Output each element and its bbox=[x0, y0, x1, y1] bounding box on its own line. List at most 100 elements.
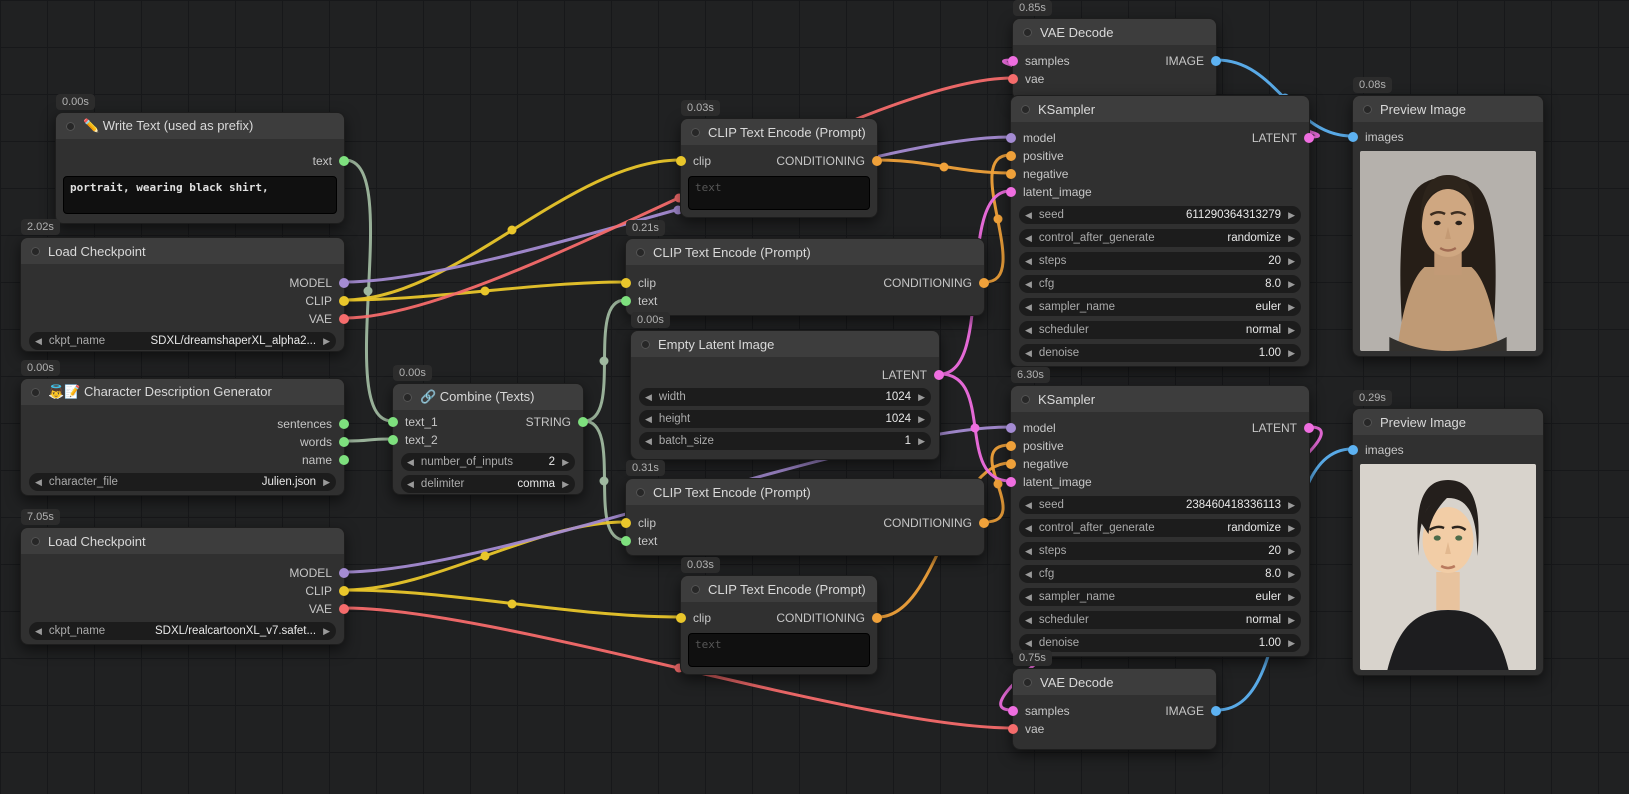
input-slot-negative[interactable]: negative bbox=[1006, 455, 1309, 473]
widget-right-arrow-icon[interactable]: ▶ bbox=[1288, 255, 1295, 266]
widget-left-arrow-icon[interactable]: ◀ bbox=[1025, 324, 1032, 335]
output-slot-text[interactable]: text bbox=[56, 152, 349, 170]
widget-left-arrow-icon[interactable]: ◀ bbox=[35, 625, 42, 636]
clip-input-dot[interactable] bbox=[621, 518, 631, 528]
widget-right-arrow-icon[interactable]: ▶ bbox=[562, 478, 569, 489]
node-character-generator[interactable]: 0.00s 👼📝 Character Description Generator… bbox=[20, 360, 349, 496]
widget-right-arrow-icon[interactable]: ▶ bbox=[562, 456, 569, 467]
widget-left-arrow-icon[interactable]: ◀ bbox=[1025, 499, 1032, 510]
widget-right-arrow-icon[interactable]: ▶ bbox=[1288, 347, 1295, 358]
input-slot-latent-image[interactable]: latent_image bbox=[1006, 473, 1309, 491]
prefix-text-input[interactable]: portrait, wearing black shirt, bbox=[63, 176, 337, 214]
widget-right-arrow-icon[interactable]: ▶ bbox=[1288, 499, 1295, 510]
collapse-icon[interactable] bbox=[1023, 677, 1032, 687]
widget-left-arrow-icon[interactable]: ◀ bbox=[1025, 255, 1032, 266]
output-slot-sentences[interactable]: sentences bbox=[21, 415, 349, 433]
output-slot-vae[interactable]: VAE bbox=[21, 310, 349, 328]
node-header[interactable]: 🔗 Combine (Texts) bbox=[393, 384, 583, 410]
model-output-dot[interactable] bbox=[339, 568, 349, 578]
clip-output-dot[interactable] bbox=[339, 296, 349, 306]
widget-right-arrow-icon[interactable]: ▶ bbox=[1288, 568, 1295, 579]
node-header[interactable]: Load Checkpoint bbox=[21, 528, 344, 554]
input-slot-latent-image[interactable]: latent_image bbox=[1006, 183, 1309, 201]
model-output-dot[interactable] bbox=[339, 278, 349, 288]
collapse-icon[interactable] bbox=[31, 387, 40, 397]
collapse-icon[interactable] bbox=[1023, 27, 1032, 37]
collapse-icon[interactable] bbox=[1021, 104, 1030, 114]
image-output-dot[interactable] bbox=[1211, 56, 1221, 66]
sentences-output-dot[interactable] bbox=[339, 419, 349, 429]
input-slot-images[interactable]: images bbox=[1348, 441, 1543, 459]
input-slot-text[interactable]: text bbox=[621, 292, 984, 310]
widget-left-arrow-icon[interactable]: ◀ bbox=[1025, 568, 1032, 579]
widget-right-arrow-icon[interactable]: ▶ bbox=[1288, 591, 1295, 602]
negative-input-dot[interactable] bbox=[1006, 459, 1016, 469]
collapse-icon[interactable] bbox=[31, 536, 40, 546]
input-slot-vae[interactable]: vae bbox=[1008, 720, 1216, 738]
node-load-checkpoint-2[interactable]: 7.05s Load Checkpoint MODEL CLIP VAE ◀ck… bbox=[20, 509, 349, 645]
node-write-text[interactable]: 0.00s ✏️ Write Text (used as prefix) tex… bbox=[55, 94, 349, 224]
widget-right-arrow-icon[interactable]: ▶ bbox=[1288, 637, 1295, 648]
output-slot-clip[interactable]: CLIP bbox=[21, 292, 349, 310]
widget-right-arrow-icon[interactable]: ▶ bbox=[323, 625, 330, 636]
node-header[interactable]: CLIP Text Encode (Prompt) bbox=[681, 119, 877, 145]
conditioning-output-dot[interactable] bbox=[979, 278, 989, 288]
widget-right-arrow-icon[interactable]: ▶ bbox=[1288, 301, 1295, 312]
input-slot-positive[interactable]: positive bbox=[1006, 147, 1309, 165]
clip-input-dot[interactable] bbox=[676, 156, 686, 166]
widget-left-arrow-icon[interactable]: ◀ bbox=[1025, 209, 1032, 220]
output-slot-clip[interactable]: CLIP bbox=[21, 582, 349, 600]
node-header[interactable]: Load Checkpoint bbox=[21, 238, 344, 264]
node-header[interactable]: Preview Image bbox=[1353, 409, 1543, 435]
prompt-text-input[interactable] bbox=[688, 176, 870, 210]
widget-right-arrow-icon[interactable]: ▶ bbox=[918, 435, 925, 446]
widget-left-arrow-icon[interactable]: ◀ bbox=[1025, 637, 1032, 648]
vae-input-dot[interactable] bbox=[1008, 724, 1018, 734]
latent-output-dot[interactable] bbox=[934, 370, 944, 380]
samples-input-dot[interactable] bbox=[1008, 706, 1018, 716]
widget-left-arrow-icon[interactable]: ◀ bbox=[645, 391, 652, 402]
collapse-icon[interactable] bbox=[691, 127, 700, 137]
node-header[interactable]: KSampler bbox=[1011, 386, 1309, 412]
node-header[interactable]: 👼📝 Character Description Generator bbox=[21, 379, 344, 405]
widget-right-arrow-icon[interactable]: ▶ bbox=[1288, 522, 1295, 533]
conditioning-output-dot[interactable] bbox=[872, 156, 882, 166]
clip-output-dot[interactable] bbox=[339, 586, 349, 596]
input-slot-images[interactable]: images bbox=[1348, 128, 1543, 146]
words-output-dot[interactable] bbox=[339, 437, 349, 447]
widget-left-arrow-icon[interactable]: ◀ bbox=[645, 435, 652, 446]
node-header[interactable]: ✏️ Write Text (used as prefix) bbox=[56, 113, 344, 139]
collapse-icon[interactable] bbox=[1363, 104, 1372, 114]
input-slot-negative[interactable]: negative bbox=[1006, 165, 1309, 183]
output-slot-name[interactable]: name bbox=[21, 451, 349, 469]
text2-input-dot[interactable] bbox=[388, 435, 398, 445]
widget-right-arrow-icon[interactable]: ▶ bbox=[1288, 209, 1295, 220]
collapse-icon[interactable] bbox=[636, 247, 645, 257]
positive-input-dot[interactable] bbox=[1006, 151, 1016, 161]
widget-left-arrow-icon[interactable]: ◀ bbox=[1025, 614, 1032, 625]
output-slot-vae[interactable]: VAE bbox=[21, 600, 349, 618]
name-output-dot[interactable] bbox=[339, 455, 349, 465]
